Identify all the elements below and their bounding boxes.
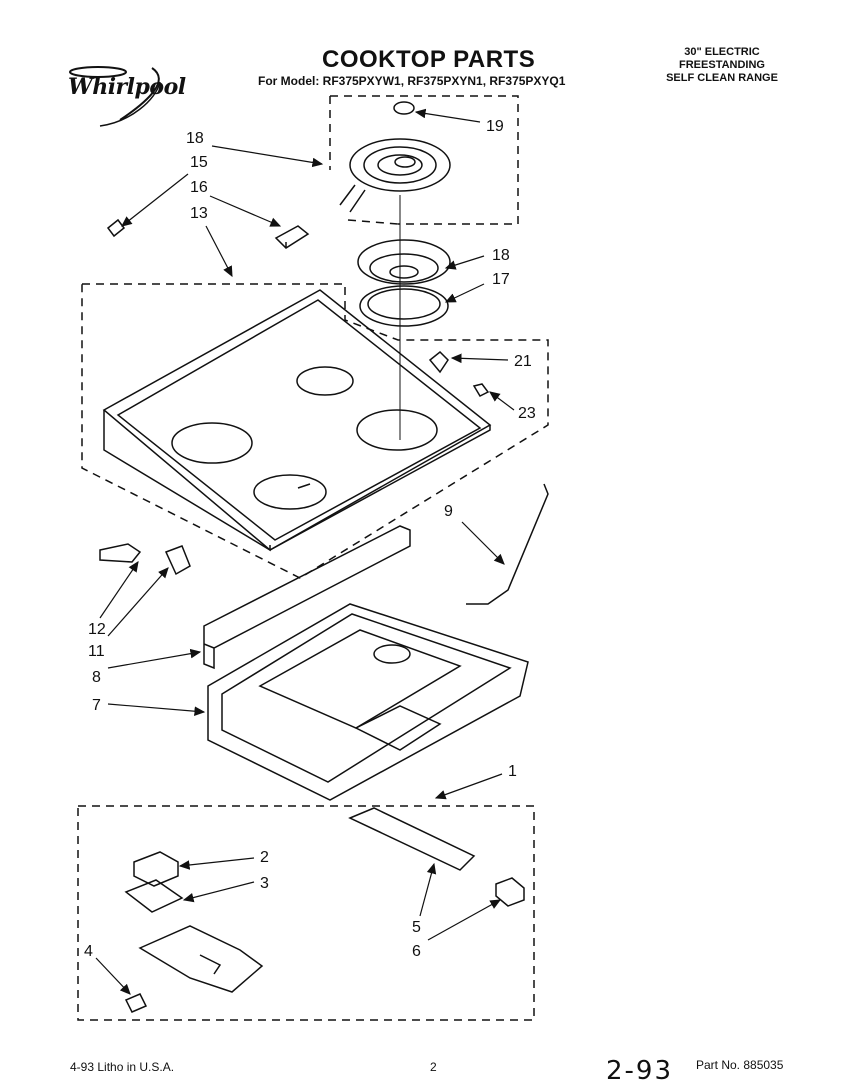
terminal-tab-part [124, 993, 148, 1013]
model-numbers: For Model: RF375PXYW1, RF375PXYN1, RF375… [258, 74, 566, 88]
support-rod-part [466, 483, 549, 605]
callout-2: 2 [260, 849, 269, 866]
litho-note: 4-93 Litho in U.S.A. [70, 1060, 175, 1074]
callout-19: 18 [186, 130, 204, 147]
callout-18-label: 18 [492, 247, 510, 264]
callout-20: 19 [486, 118, 504, 135]
appliance-type: 30" ELECTRIC FREESTANDING SELF CLEAN RAN… [652, 46, 792, 85]
part-number: Part No. 885035 [696, 1058, 784, 1072]
callout-15: 15 [190, 154, 208, 171]
controls-group-box [77, 805, 535, 1021]
control-switch-part [138, 925, 264, 993]
connector-part [495, 877, 525, 907]
whirlpool-logo: Whirlpool [60, 60, 200, 130]
callout-5: 5 [412, 919, 421, 936]
appliance-type-line-2: FREESTANDING [679, 59, 765, 71]
handwritten-date: 2-93 [606, 1056, 674, 1086]
surface-element-part [339, 138, 451, 213]
callout-21: 21 [514, 353, 532, 370]
callout-17-label: 17 [492, 271, 510, 288]
element-cap-part [393, 101, 415, 115]
cooktop-group-box [81, 283, 549, 579]
appliance-type-line-3: SELF CLEAN RANGE [666, 72, 778, 84]
callout-12: 12 [88, 621, 106, 638]
callout-6: 6 [412, 943, 421, 960]
callout-8: 8 [92, 669, 101, 686]
screw-part [472, 383, 490, 397]
page-number: 2 [430, 1060, 437, 1074]
insulator-part [124, 879, 184, 913]
hinge-spacer-part [164, 545, 191, 576]
callout-3: 3 [260, 875, 269, 892]
appliance-type-line-1: 30" ELECTRIC [684, 46, 760, 58]
logo-swirl-icon [69, 66, 161, 127]
bracket-part [348, 807, 476, 871]
hinge-part [99, 543, 142, 563]
element-group-box [329, 95, 519, 225]
cooktop-part [102, 289, 492, 552]
page-title: COOKTOP PARTS [322, 46, 536, 73]
limit-switch-part [133, 851, 179, 887]
rear-strip-part [203, 525, 411, 670]
terminal-block-part [274, 225, 310, 249]
trim-ring-part [359, 285, 449, 327]
screw-clip-part [428, 350, 449, 374]
wire-clip-part [106, 218, 126, 238]
drip-bowl-part [357, 239, 451, 285]
burner-box-part [207, 603, 529, 801]
callout-16: 16 [190, 179, 208, 196]
callout-13: 13 [190, 205, 208, 222]
callout-9: 9 [444, 503, 453, 520]
brand-name: Whirlpool [68, 74, 186, 100]
callout-11: 11 [88, 643, 105, 660]
callout-4: 4 [84, 943, 93, 960]
callout-1: 1 [508, 763, 517, 780]
callout-23: 23 [518, 405, 536, 422]
callout-7: 7 [92, 697, 101, 714]
